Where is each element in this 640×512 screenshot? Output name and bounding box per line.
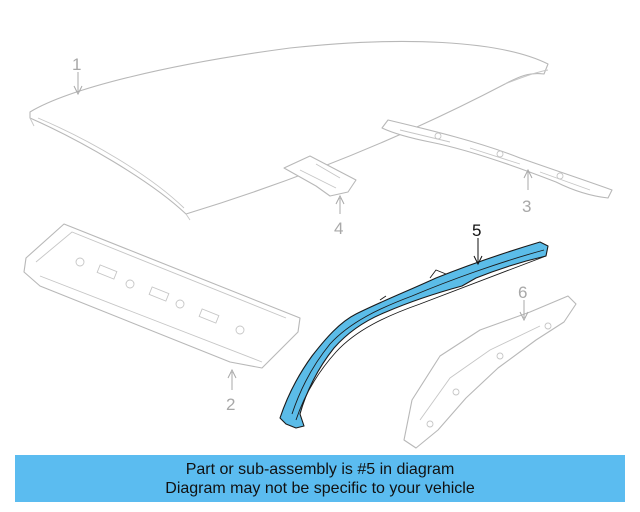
- info-banner: Part or sub-assembly is #5 in diagram Di…: [15, 455, 625, 502]
- callout-1-arrow: [73, 85, 83, 96]
- part-6-pillar: [403, 295, 577, 449]
- part-1-roof-panel: [29, 40, 549, 221]
- callout-3-arrow: [523, 168, 533, 179]
- callout-5-arrow: [473, 255, 483, 266]
- part-2-rear-header: [23, 223, 301, 369]
- callout-4-label: 4: [334, 219, 343, 238]
- banner-line-1: Part or sub-assembly is #5 in diagram: [185, 460, 455, 478]
- callout-1-label: 1: [72, 55, 81, 74]
- callout-2-arrow: [227, 368, 237, 379]
- part-4-bracket: [283, 155, 357, 197]
- parts-diagram: 1 3 4 2 6: [23, 40, 613, 449]
- callout-3-label: 3: [522, 197, 531, 216]
- banner-line-2: Diagram may not be specific to your vehi…: [165, 479, 475, 497]
- callout-6-arrow: [519, 311, 529, 322]
- part-5-roof-rail: [279, 241, 549, 429]
- part-3-side-rail: [381, 119, 613, 199]
- callout-5-label: 5: [472, 221, 481, 240]
- callout-2-label: 2: [226, 395, 235, 414]
- callout-6-label: 6: [518, 283, 527, 302]
- callout-4-arrow: [335, 194, 345, 205]
